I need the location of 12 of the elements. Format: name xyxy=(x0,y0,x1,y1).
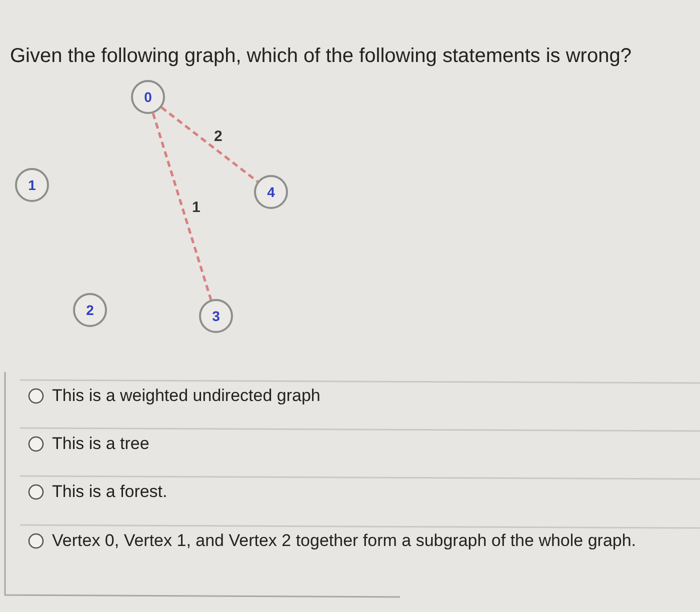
vertex-circle: 3 xyxy=(199,299,233,333)
graph-edge xyxy=(160,106,258,183)
answer-option: This is a tree xyxy=(52,434,150,454)
vertex-circle: 0 xyxy=(131,80,165,114)
vertex-circle: 2 xyxy=(73,293,107,327)
question-text: Given the following graph, which of the following statements is wrong? xyxy=(10,45,632,68)
answer-option: This is a forest. xyxy=(52,482,168,502)
vertex-circle: 4 xyxy=(254,175,288,209)
graph-edge xyxy=(152,112,212,300)
answer-option: This is a weighted undirected graph xyxy=(52,386,320,406)
answer-option: Vertex 0, Vertex 1, and Vertex 2 together form a subgraph of the whole graph. xyxy=(52,531,636,551)
vertex-circle: 1 xyxy=(15,168,49,202)
